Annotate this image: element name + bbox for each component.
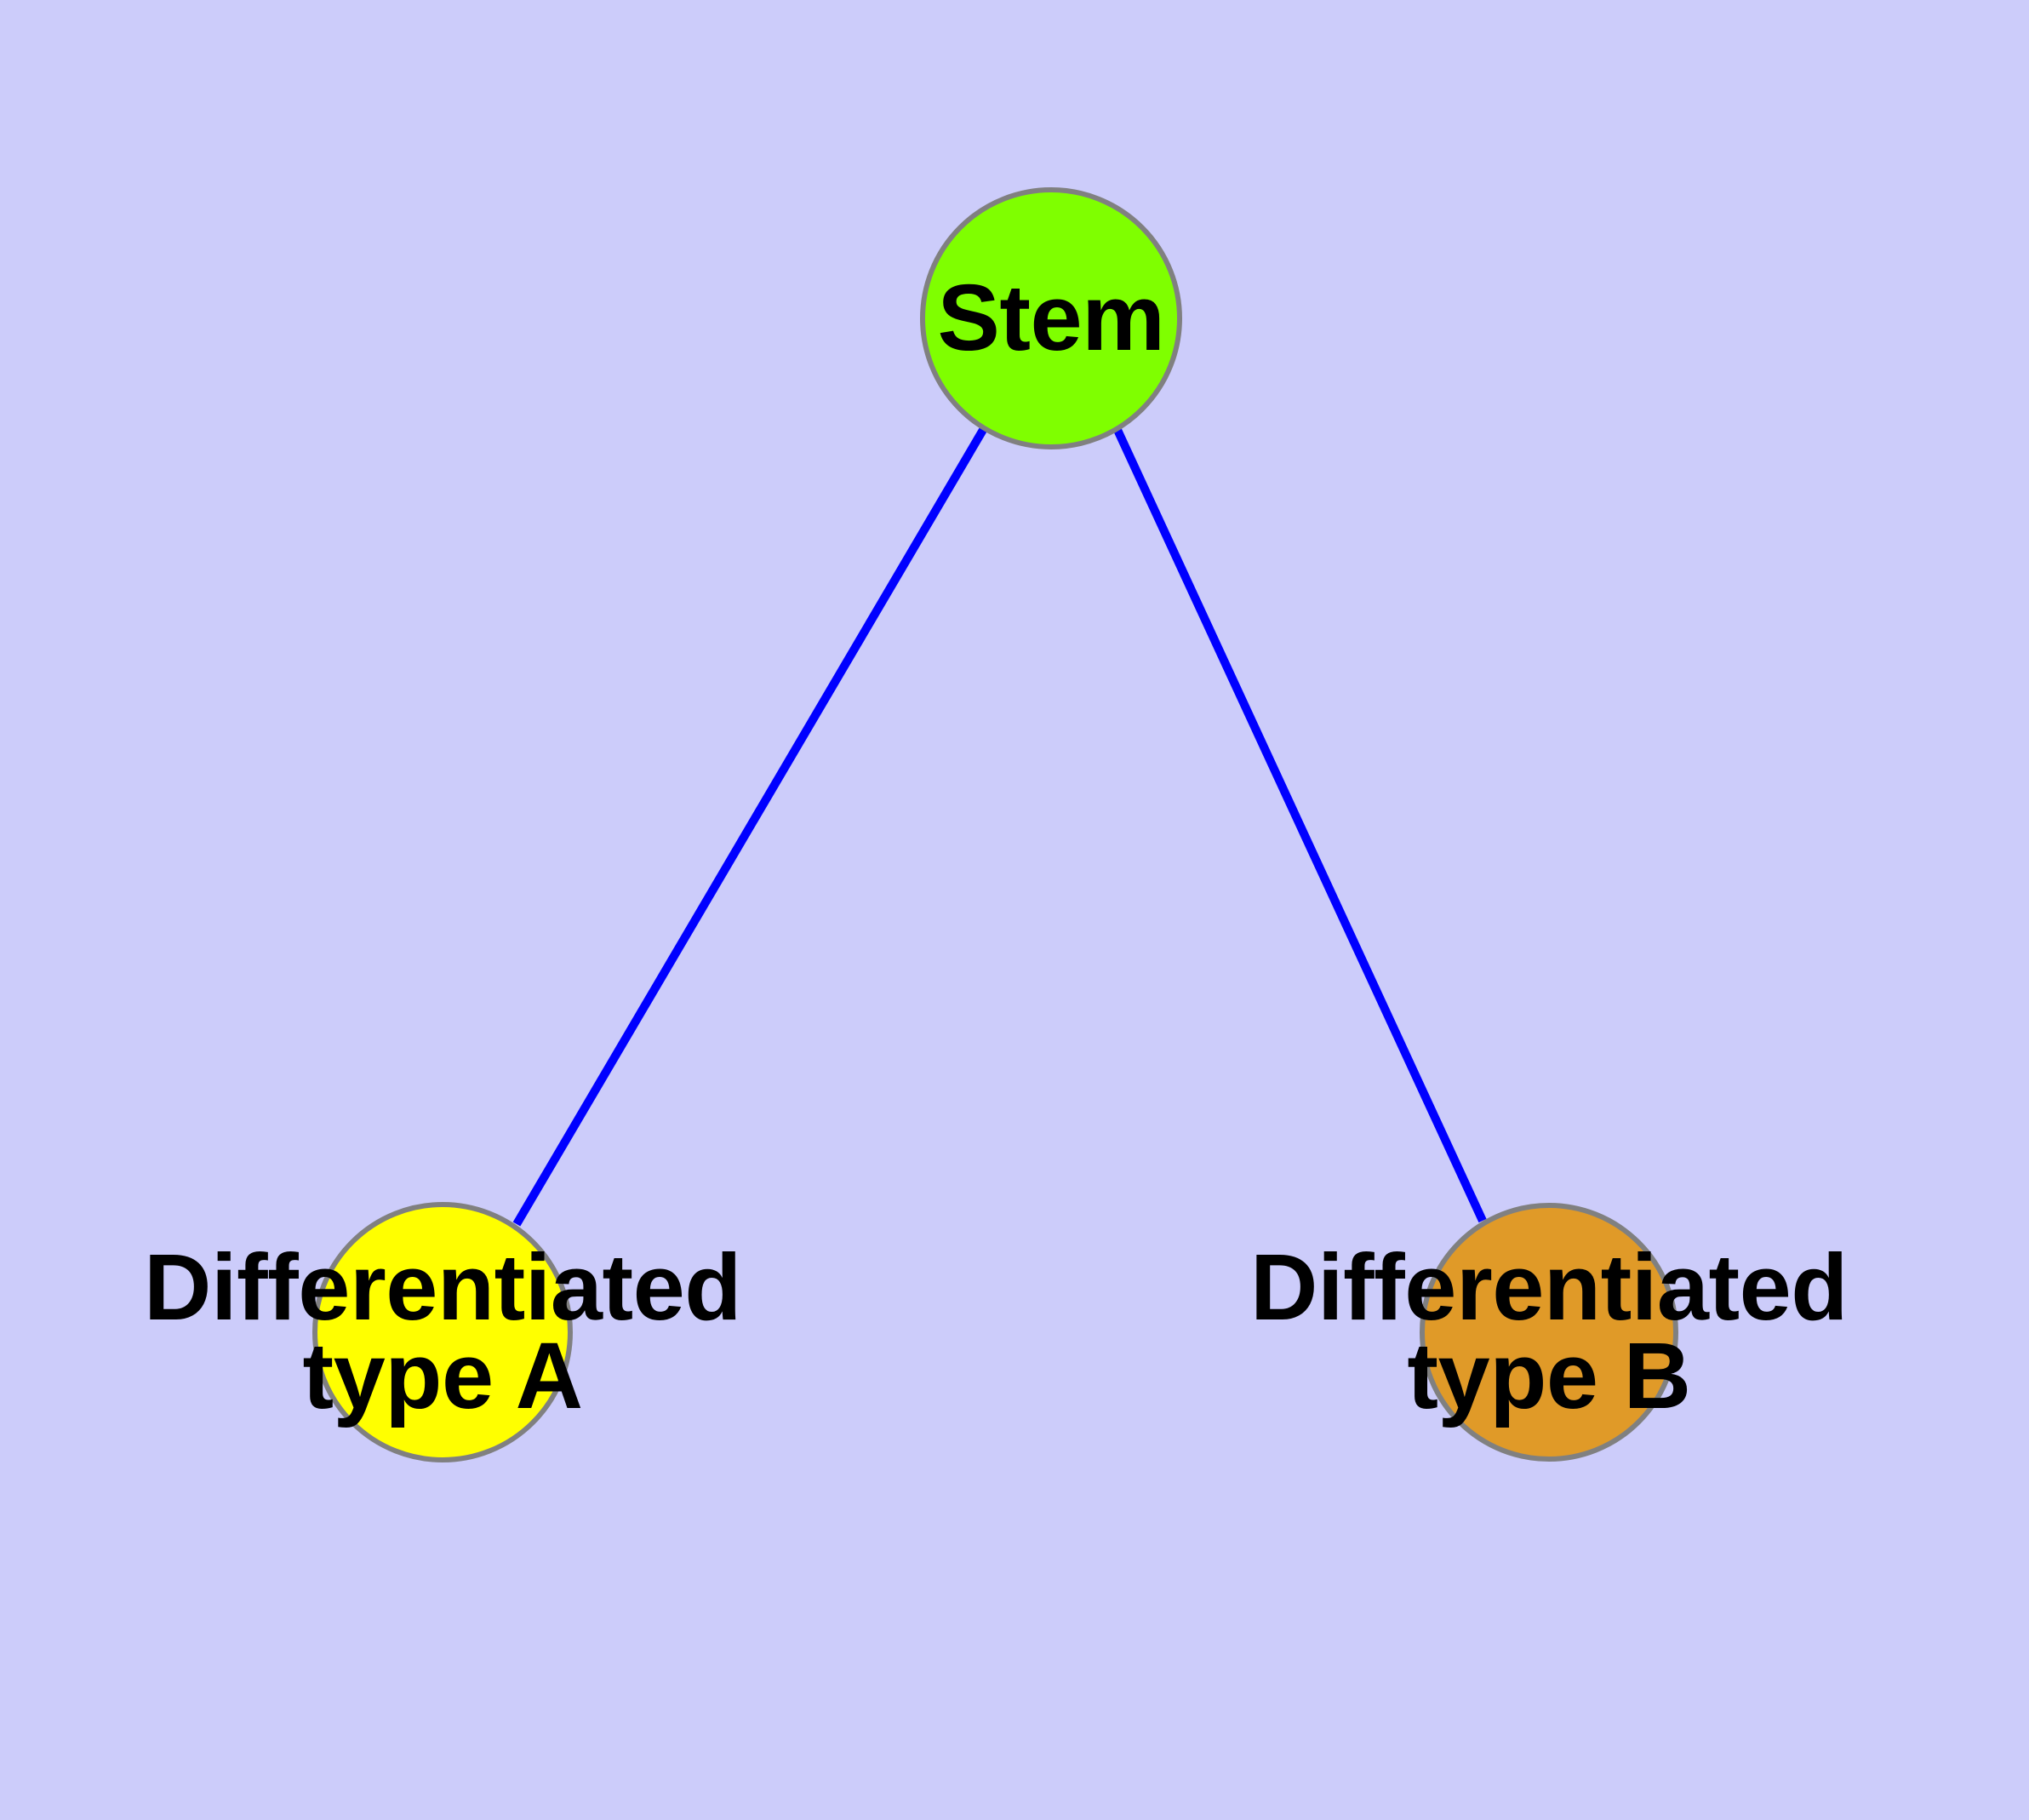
graph-node-diff_b[interactable] <box>1420 1203 1678 1462</box>
graph-edge[interactable] <box>1113 427 1487 1223</box>
edges-group <box>512 427 1487 1227</box>
graph-node-diff_a[interactable] <box>312 1202 573 1462</box>
graph-edge[interactable] <box>512 427 987 1227</box>
graph-node-stem[interactable] <box>920 187 1182 449</box>
